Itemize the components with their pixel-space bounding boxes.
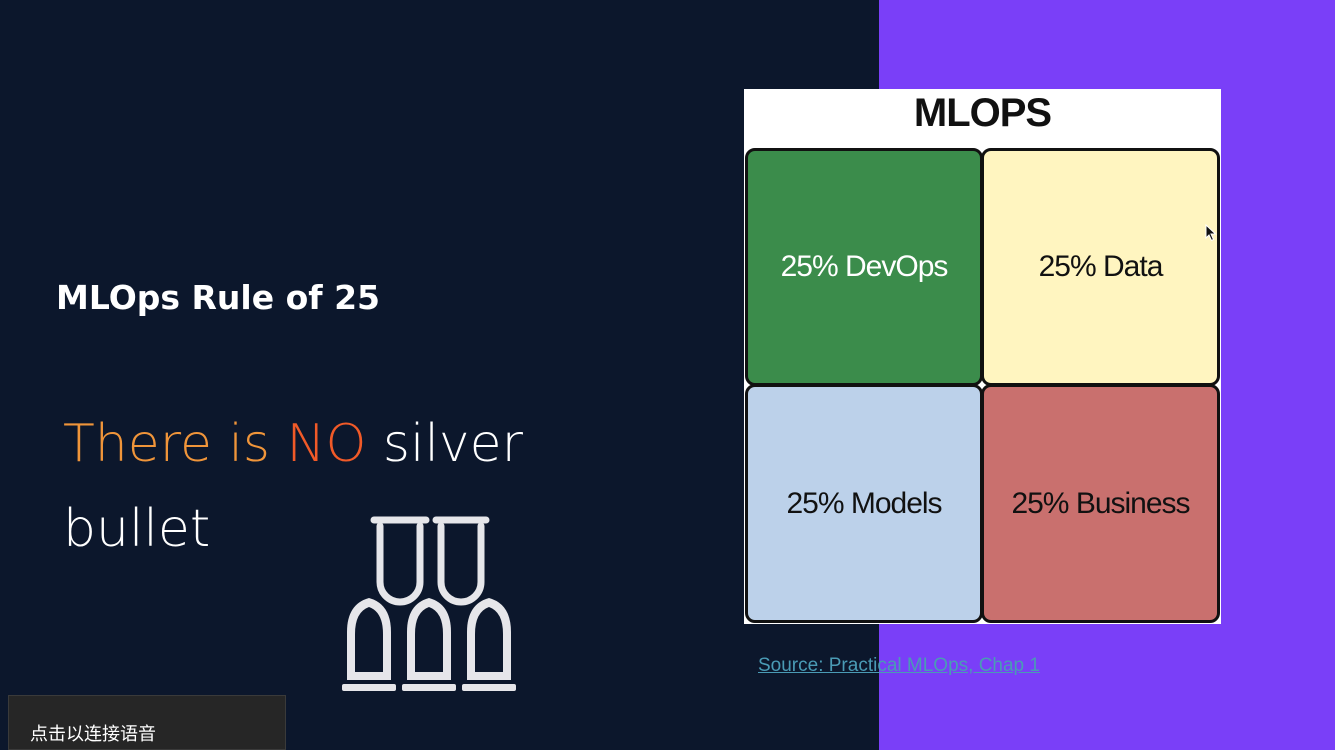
quadrant-models: 25% Models [745,384,983,623]
headline-part-silver: silver [366,414,524,474]
quadrant-devops: 25% DevOps [745,148,983,386]
mouse-cursor-icon [1205,224,1217,242]
headline-part-no: NO [286,414,367,474]
mlops-chart: MLOPS 25% DevOps 25% Data 25% Models 25%… [744,89,1221,624]
connect-voice-button[interactable]: 点击以连接语音 [8,695,286,750]
chart-title: MLOPS [913,91,1052,135]
source-link[interactable]: Source: Practical MLOps, Chap 1 [758,655,1040,676]
quadrant-business: 25% Business [981,384,1220,623]
bullets-icon [342,516,516,691]
quadrant-data: 25% Data [981,148,1220,386]
slide-subtitle: MLOps Rule of 25 [56,278,381,317]
slide-headline: There is NO silver bullet [63,402,623,572]
headline-part-bullet: bullet [63,499,211,559]
headline-part-there-is: There is [63,414,287,474]
